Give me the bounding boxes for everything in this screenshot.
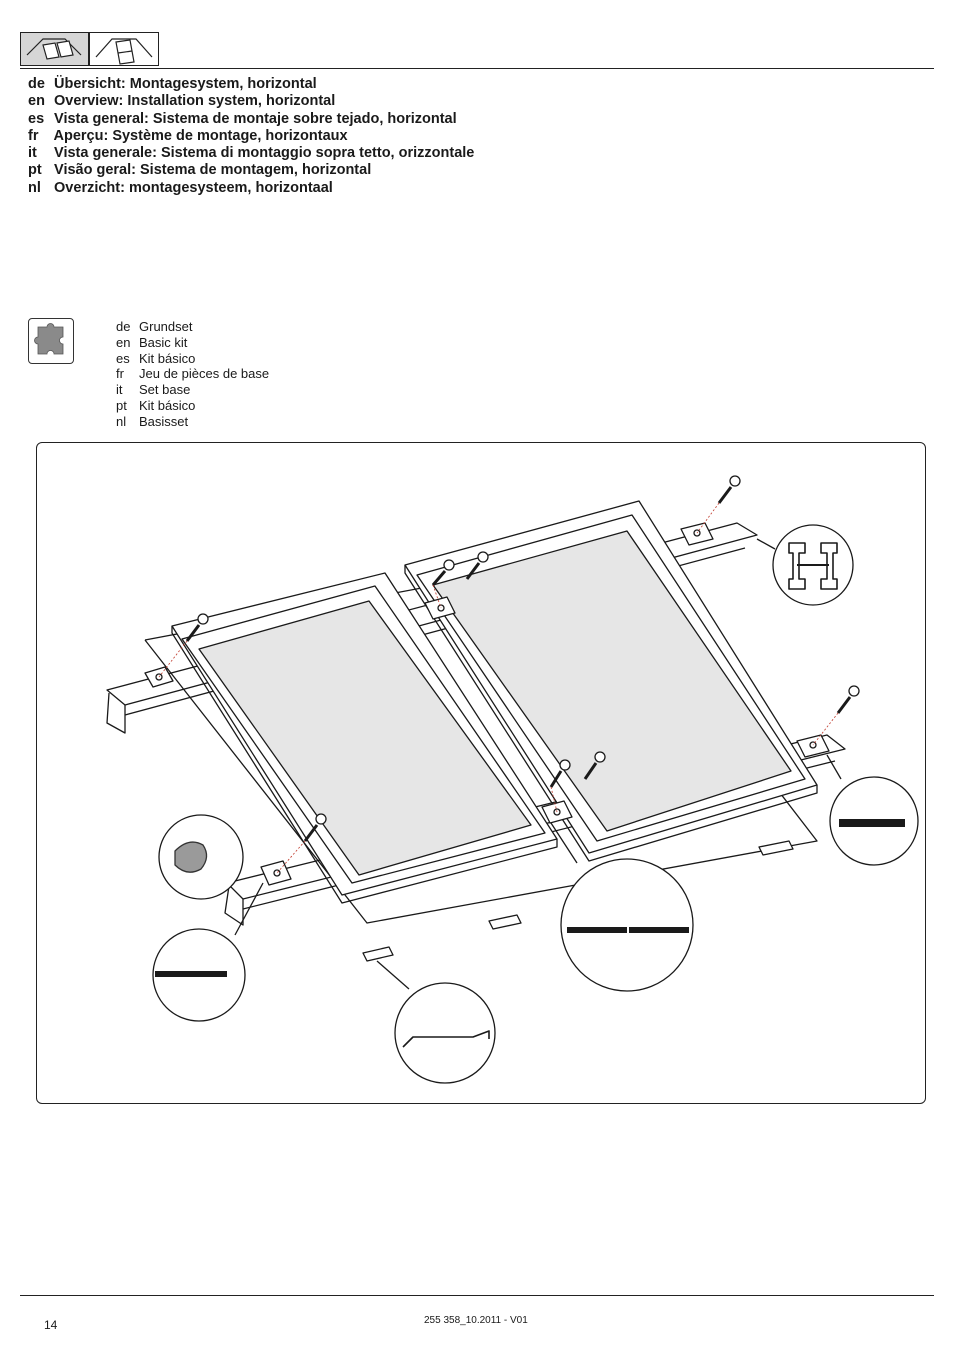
roof-hook xyxy=(362,946,394,962)
screw xyxy=(158,613,209,678)
title-line: en Overview: Installation system, horizo… xyxy=(28,93,336,110)
title-line: nl Overzicht: montagesysteem, horizontaa… xyxy=(28,179,333,196)
screw xyxy=(549,759,571,813)
screw xyxy=(696,475,741,534)
end-clamp xyxy=(260,860,292,886)
end-clamp xyxy=(796,734,830,758)
header-divider xyxy=(20,68,934,69)
screw xyxy=(431,559,455,609)
screw xyxy=(276,813,327,874)
puzzle-piece-icon xyxy=(28,318,74,364)
footer-divider xyxy=(20,1295,934,1296)
title-line: de Übersicht: Montagesystem, horizontal xyxy=(28,76,317,92)
title-line: fr Aperçu: Système de montage, horizonta… xyxy=(28,127,348,144)
roof-hook xyxy=(488,914,522,930)
roof-hook xyxy=(758,840,794,856)
title-line: es Vista general: Sistema de montaje sob… xyxy=(28,110,457,127)
collector-mounting-diagram xyxy=(106,475,919,1084)
title-line: pt Visão geral: Sistema de montagem, hor… xyxy=(28,162,372,179)
detail-callout-clamp-side xyxy=(158,814,244,900)
page-number: 14 xyxy=(44,1318,58,1332)
screw xyxy=(583,751,606,780)
detail-callout-end-clamp xyxy=(826,754,919,866)
roof-panels-portrait-icon xyxy=(89,32,159,66)
detail-callout-end-profile xyxy=(152,882,264,1022)
page-title-list: de Übersicht: Montagesystem, horizontal … xyxy=(28,76,474,197)
middle-clamp xyxy=(424,596,456,620)
title-line: it Vista generale: Sistema di montaggio … xyxy=(28,145,475,162)
mounting-system-figure xyxy=(36,442,926,1104)
document-id: 255 358_10.2011 - V01 xyxy=(424,1315,528,1326)
screw xyxy=(465,551,489,580)
solar-collector-left xyxy=(171,572,558,904)
detail-callout-roof-hook xyxy=(376,960,496,1084)
roof-two-panels-landscape-icon xyxy=(20,32,89,66)
roof-type-icons xyxy=(20,32,160,68)
detail-callout-middle-clamp xyxy=(550,822,694,992)
end-clamp xyxy=(680,522,714,546)
solar-collector-right xyxy=(404,500,818,862)
detail-callout-rail-profile xyxy=(756,524,854,606)
screw xyxy=(812,685,860,746)
